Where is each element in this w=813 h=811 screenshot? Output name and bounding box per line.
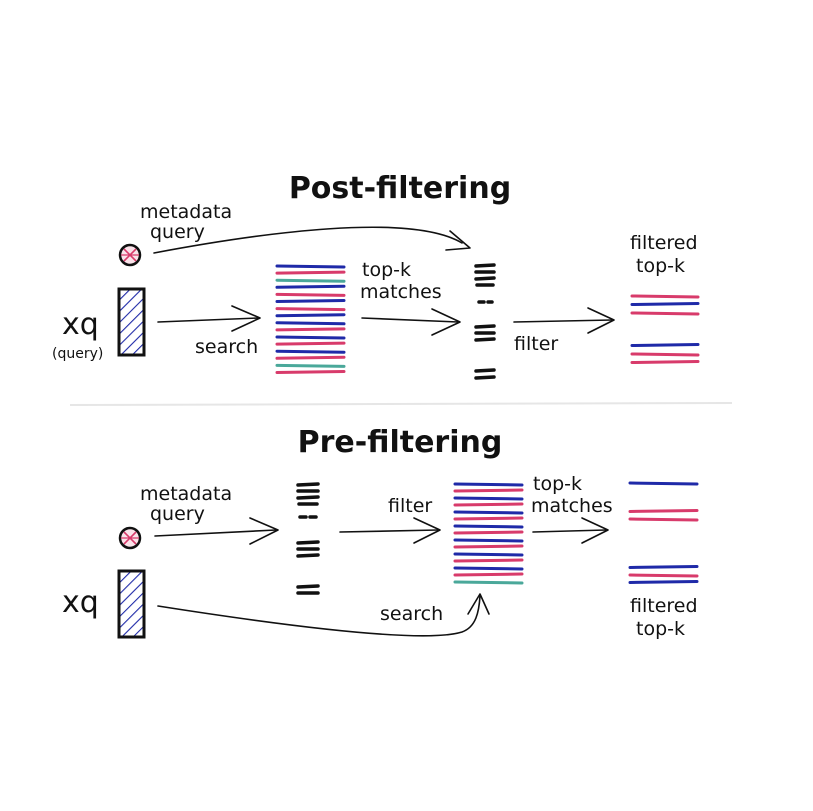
pre-candidate-vector	[453, 580, 524, 585]
pre-candidate-vector	[453, 496, 524, 501]
pre-candidate-vector	[453, 552, 524, 557]
pre-metadata-arrow	[154, 529, 277, 537]
pre-candidate-vector	[453, 572, 524, 577]
pre-candidate-vector	[453, 538, 524, 543]
post-metadata-arrow	[153, 226, 463, 254]
post-candidate-vector	[275, 284, 346, 289]
pre-metadata-arrowhead	[249, 517, 279, 545]
pre-filtered-topk-label: top-k	[636, 618, 685, 640]
post-candidate-vector	[275, 264, 346, 269]
pre-filtered-vector	[628, 481, 699, 486]
pre-candidate-vector	[453, 488, 524, 493]
pre-query-label: query	[150, 503, 205, 525]
pre-search-arrow	[157, 595, 481, 637]
post-candidate-vector	[275, 355, 346, 360]
pre-candidate-vector	[453, 544, 524, 549]
pre-filtered-label: filtered	[630, 595, 698, 617]
pre-search-arrowhead	[467, 593, 490, 615]
post-candidate-vector	[275, 370, 346, 374]
post-matches-label: matches	[360, 281, 442, 303]
pre-filtered-results	[628, 481, 699, 584]
post-filtered-vector	[630, 294, 700, 299]
post-candidate-stack	[275, 264, 346, 374]
post-filtered-vector	[630, 311, 700, 316]
pre-filter-marks	[296, 482, 320, 595]
post-filtered-topk-label: top-k	[636, 255, 685, 277]
post-filtered-label: filtered	[630, 232, 698, 254]
post-candidate-vector	[275, 349, 346, 354]
post-candidate-vector	[275, 363, 346, 368]
pre-xq-label: xq	[62, 585, 99, 620]
pre-filtered-vector	[628, 573, 699, 578]
post-metadata-circle-icon	[118, 243, 142, 267]
pre-candidate-vector	[453, 502, 524, 507]
post-candidate-vector	[275, 307, 346, 312]
pre-filter-arrow	[339, 529, 439, 533]
post-search-arrowhead	[231, 305, 261, 332]
pre-search-label: search	[380, 603, 443, 625]
post-filter-arrow	[513, 319, 613, 323]
pre-filter-arrowhead	[413, 517, 441, 544]
pre-filtered-vector	[628, 580, 699, 584]
post-filtered-vector	[630, 302, 700, 306]
pre-filtered-vector	[628, 509, 699, 513]
post-candidate-vector	[275, 292, 346, 297]
post-filter-label: filter	[514, 333, 558, 355]
post-topk-label: top-k	[362, 259, 411, 281]
post-filter-arrowhead	[587, 307, 615, 334]
pre-candidate-vector	[453, 558, 524, 563]
post-metadata-arrowhead	[445, 230, 471, 251]
post-query-vector-icon	[117, 287, 146, 357]
post-candidate-vector	[275, 299, 346, 303]
post-candidate-vector	[275, 335, 346, 340]
pre-topk-label: top-k	[533, 473, 582, 495]
pre-filtered-vector	[628, 565, 699, 569]
post-query-label: query	[150, 221, 205, 243]
post-filtered-vector	[630, 343, 700, 347]
pre-candidate-vector	[453, 510, 524, 515]
post-filtered-vector	[630, 360, 700, 364]
pre-filtering-title: Pre-filtering	[298, 425, 503, 460]
pre-query-vector-icon	[117, 569, 146, 639]
post-candidate-vector	[275, 278, 346, 283]
post-filtering-title: Post-filtering	[289, 171, 511, 206]
post-candidate-vector	[275, 321, 346, 326]
post-metadata-label: metadata	[140, 201, 232, 223]
pre-topk-arrow	[532, 529, 607, 533]
post-filtered-results	[630, 294, 700, 364]
pre-candidate-vector	[453, 566, 524, 571]
section-divider	[69, 402, 733, 406]
pre-candidate-vector	[453, 530, 524, 535]
pre-filtered-vector	[628, 517, 699, 522]
pre-candidate-vector	[453, 516, 524, 521]
post-candidate-vector	[275, 313, 346, 318]
pre-topk-arrowhead	[581, 517, 609, 544]
post-topk-arrow	[361, 317, 459, 323]
post-topk-arrowhead	[431, 308, 461, 336]
pre-candidate-vector	[453, 524, 524, 529]
post-xq-label: xq	[62, 307, 99, 342]
post-search-label: search	[195, 336, 258, 358]
post-filtered-vector	[630, 352, 700, 357]
pre-candidate-vector	[453, 482, 524, 487]
post-filter-marks	[474, 263, 496, 380]
pre-metadata-label: metadata	[140, 483, 232, 505]
pre-metadata-circle-icon	[118, 526, 142, 550]
pre-candidate-stack	[453, 482, 524, 585]
post-candidate-vector	[275, 270, 346, 275]
pre-filter-label: filter	[388, 495, 432, 517]
post-candidate-vector	[275, 341, 346, 346]
pre-matches-label: matches	[531, 495, 613, 517]
post-search-arrow	[157, 317, 259, 323]
post-query-note: (query)	[52, 346, 103, 362]
post-candidate-vector	[275, 327, 346, 332]
